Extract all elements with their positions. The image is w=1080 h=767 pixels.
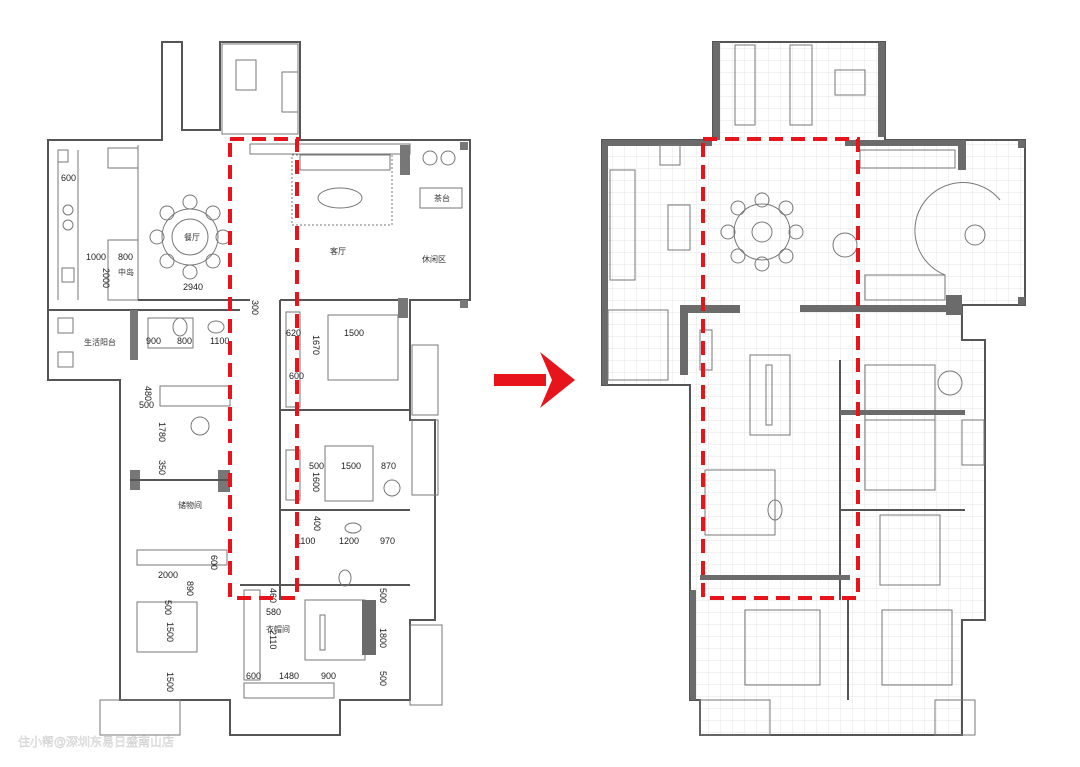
dimension: 1500 (344, 328, 364, 338)
dimension: 1600 (311, 472, 321, 492)
dimension: 1000 (86, 252, 106, 262)
dimension: 1670 (311, 335, 321, 355)
dining-table (149, 194, 231, 280)
bed (327, 314, 399, 381)
dimension: 900 (321, 671, 336, 681)
dimension: 970 (380, 536, 395, 546)
bed (136, 601, 198, 653)
dimension: 500 (163, 600, 173, 615)
dimension: 800 (118, 252, 133, 262)
dimension: 1780 (157, 422, 167, 442)
dimension: 600 (61, 173, 76, 183)
dimension: 2000 (158, 570, 178, 580)
dimension: 2000 (101, 268, 111, 288)
dimension: 800 (177, 336, 192, 346)
dimension: 1480 (279, 671, 299, 681)
renovated-floor-plan (601, 41, 1026, 736)
highlight-zone-original (228, 137, 299, 600)
dimension: 580 (266, 607, 281, 617)
dimension: 1500 (165, 672, 175, 692)
dimension: 1100 (210, 336, 229, 346)
dimension: 1800 (378, 628, 388, 648)
dimension: 2110 (268, 630, 278, 649)
dimension: 1500 (341, 461, 361, 471)
room-label: 茶台 (434, 193, 450, 203)
coffee-table (317, 187, 363, 209)
dimension: 460 (268, 588, 278, 603)
room-label: 餐厅 (184, 233, 200, 242)
dimension: 300 (250, 300, 260, 315)
room-label: 生活阳台 (84, 337, 116, 347)
right-arrow-icon (494, 352, 575, 408)
dimension: 500 (309, 461, 324, 471)
dimension-labels: 600 1000 800 2000 2940 300 900 800 1100 … (61, 173, 396, 692)
round-dining-table (720, 192, 804, 272)
bed (881, 609, 953, 686)
room-label: 衣帽间 (266, 624, 290, 634)
dimension: 1200 (339, 536, 359, 546)
dimension: 890 (185, 581, 195, 596)
dimension: 2940 (183, 282, 203, 292)
dimension: 600 (289, 371, 304, 381)
room-label: 储物间 (178, 500, 202, 510)
room-label: 中岛 (118, 267, 134, 277)
long-table (749, 354, 791, 436)
room-labels: 餐厅 中岛 客厅 休闲区 茶台 生活阳台 储物间 衣帽间 (84, 193, 450, 634)
room-label: 休闲区 (422, 254, 446, 264)
dimension: 870 (381, 461, 396, 471)
dimension: 620 (286, 328, 301, 338)
watermark: 住小帮@深圳东易日盛南山店 (18, 734, 174, 749)
dimension: 1100 (296, 536, 315, 546)
dimension: 600 (209, 555, 219, 570)
dimension: 1500 (165, 622, 175, 642)
dimension: 500 (139, 400, 154, 410)
stove-icon (281, 71, 299, 113)
bed (304, 599, 366, 661)
original-floor-plan: 餐厅 中岛 客厅 休闲区 茶台 生活阳台 储物间 衣帽间 600 1000 80… (47, 41, 471, 736)
dimension: 600 (246, 671, 261, 681)
dimension: 500 (378, 671, 388, 686)
dimension: 480 (143, 386, 153, 401)
dimension: 500 (378, 588, 388, 603)
bed (744, 609, 821, 686)
dimension: 400 (312, 516, 322, 531)
dimension: 900 (146, 336, 161, 346)
highlight-zone-renovated (701, 137, 860, 600)
dimension: 350 (157, 460, 167, 475)
room-label: 客厅 (330, 246, 346, 256)
